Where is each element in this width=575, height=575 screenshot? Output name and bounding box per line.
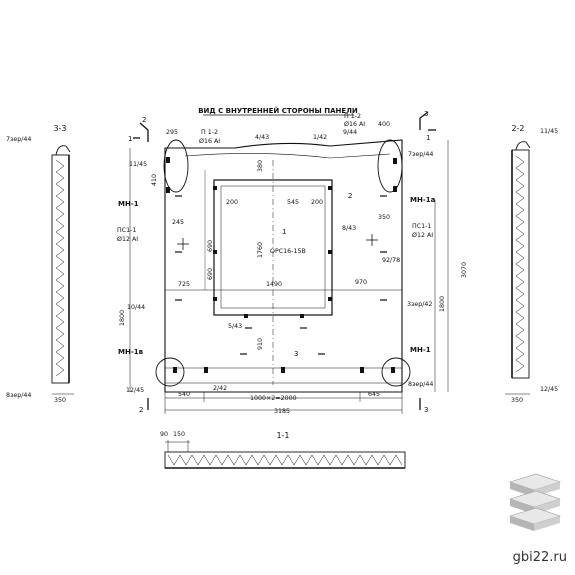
dim-10-44: 10/44: [127, 304, 145, 311]
callout-p12-right: П 1-2: [344, 113, 361, 120]
callout-marker-3: 3: [294, 350, 298, 358]
dim-545: 545: [287, 199, 299, 206]
section-3-3-title: 3-3: [53, 124, 66, 133]
dim-200-right: 200: [311, 199, 323, 206]
dim-1-42: 1/42: [313, 134, 327, 141]
callout-ps1-left-dia: Ø12 AI: [117, 235, 138, 243]
callout-mn1-tl: МН-1: [118, 200, 139, 208]
callout-mn1v-bl: МН-1в: [118, 348, 144, 356]
dim-3zer-42: 3зер/42: [407, 301, 432, 308]
sec11-dim-b: 150: [173, 431, 185, 438]
dim-645: 645: [368, 391, 380, 398]
sec33-bot-label: 8зер/44: [6, 392, 31, 399]
cut-label-3-top: 3: [424, 110, 428, 118]
dim-8zer-44: 8зер/44: [408, 381, 433, 388]
window-opening: [213, 179, 333, 316]
dim-400: 400: [378, 121, 390, 128]
sec22-top-label: 11/45: [540, 128, 558, 135]
dim-725: 725: [178, 281, 190, 288]
dim-970: 970: [355, 279, 367, 286]
dim-4-43: 4/43: [255, 134, 269, 141]
loop-oval-tr: [377, 139, 403, 193]
section-2-2-title: 2-2: [511, 124, 524, 133]
callout-marker-2: 2: [348, 192, 352, 200]
dim-690-a: 690: [207, 240, 214, 252]
panel-outline: [164, 139, 403, 393]
loop-oval-tl: [163, 139, 189, 193]
section-3-3: [51, 145, 74, 395]
sec22-bot-label: 12/45: [540, 386, 558, 393]
sec11-dim-a: 90: [160, 431, 168, 438]
dim-540: 540: [178, 391, 190, 398]
cut-numbers: 2 1 2 3 1 3: [128, 110, 430, 414]
callout-ps1-left: ПС1-1: [117, 227, 136, 234]
dim-8-43: 8/43: [342, 225, 356, 232]
dim-3185: 3185: [274, 408, 290, 415]
dim-1490: 1490: [266, 281, 282, 288]
drawing-title: ВИД С ВНУТРЕННЕЙ СТОРОНЫ ПАНЕЛИ: [198, 106, 358, 115]
callout-p12-right-dia: Ø16 AI: [344, 120, 365, 128]
callout-ps1-right-dia: Ø12 AI: [412, 231, 433, 239]
cut-label-3-bot: 3: [424, 406, 428, 414]
callout-p12-left-dia: Ø16 AI: [199, 137, 220, 145]
panel-inner-top: [184, 153, 391, 159]
section-1-1-title: 1-1: [276, 431, 289, 440]
dim-245: 245: [172, 219, 184, 226]
callout-p12-left: П 1-2: [201, 129, 218, 136]
dim-3070: 3070: [461, 262, 468, 278]
cut-label-2-bot: 2: [139, 406, 143, 414]
cut-label-1-right: 1: [426, 134, 430, 142]
callout-window: ОРС16-15В: [270, 248, 306, 255]
dim-5-43: 5/43: [228, 323, 242, 330]
dim-11-45: 11/45: [129, 161, 147, 168]
section-1-1: [164, 440, 406, 469]
dim-200-left: 200: [226, 199, 238, 206]
dim-380: 380: [257, 160, 264, 172]
section-2-2: [505, 141, 531, 395]
sec33-width: 350: [54, 397, 66, 404]
dim-410: 410: [151, 174, 158, 186]
dim-12-45: 12/45: [126, 387, 144, 394]
callout-mn1-br: МН-1: [410, 346, 431, 354]
ps-crosshairs: [177, 234, 378, 250]
dim-92-78: 92/78: [382, 257, 400, 264]
dim-350: 350: [378, 214, 390, 221]
embedded-parts: [166, 157, 397, 373]
section-cut-markers: [133, 111, 436, 410]
dim-2-42: 2/42: [213, 385, 227, 392]
rebar-dashes: [175, 195, 387, 355]
cut-label-2-top: 2: [142, 116, 146, 124]
watermark-brand: gbi22.ru: [512, 550, 567, 565]
loop-circle-bl: [155, 357, 185, 387]
dim-690-b: 690: [207, 268, 214, 280]
dim-1000x2: 1000×2=2000: [250, 395, 297, 402]
dim-1800-left: 1800: [119, 310, 126, 326]
slab-logo-icon: [509, 473, 561, 531]
callout-window-marker: 1: [282, 228, 286, 236]
dim-910: 910: [257, 338, 264, 350]
sec33-top-label: 7зер/44: [6, 136, 31, 143]
dim-7zer-44: 7зер/44: [408, 151, 433, 158]
loop-circle-br: [381, 357, 411, 387]
dim-295: 295: [166, 129, 178, 136]
dim-9-44: 9/44: [343, 129, 357, 136]
dim-1760: 1760: [257, 242, 264, 258]
cut-label-1-left: 1: [128, 135, 132, 143]
dim-1800-right: 1800: [439, 296, 446, 312]
callout-mn1a-tr: МН-1а: [410, 196, 436, 204]
callout-ps1-right: ПС1-1: [412, 223, 431, 230]
sec22-width: 350: [511, 397, 523, 404]
